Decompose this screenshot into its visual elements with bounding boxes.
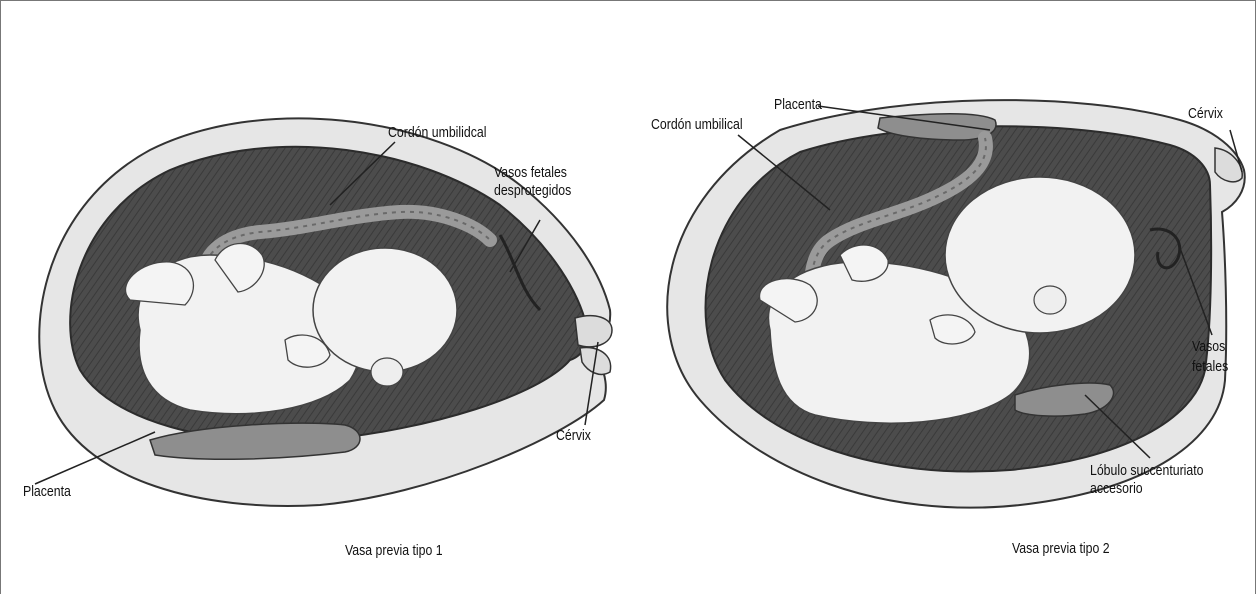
cervix-2 <box>1215 148 1242 182</box>
label-lobe-2-line2: accesorio <box>1090 480 1143 498</box>
caption-type2: Vasa previa tipo 2 <box>1012 540 1110 557</box>
label-vessels-2-line2: fetales <box>1192 358 1228 376</box>
label-vessels-1-line2: desprotegidos <box>494 182 571 200</box>
label-lobe-2-line1: Lóbulo succenturiato <box>1090 462 1204 480</box>
label-cord-1: Cordón umbilidcal <box>388 124 486 142</box>
label-vessels-1-line1: Vasos fetales <box>494 164 567 182</box>
label-placenta-1: Placenta <box>23 483 71 501</box>
label-cord-2: Cordón umbilical <box>651 116 743 134</box>
label-cervix-1: Cérvix <box>556 427 591 445</box>
label-placenta-2: Placenta <box>774 96 822 114</box>
vasa-previa-type2-illustration <box>667 100 1244 508</box>
cervix-1 <box>575 316 612 347</box>
fetus-head-1 <box>313 248 457 372</box>
label-cervix-2: Cérvix <box>1188 105 1223 123</box>
label-vessels-2-line1: Vasos <box>1192 338 1225 356</box>
caption-type1: Vasa previa tipo 1 <box>345 542 443 559</box>
